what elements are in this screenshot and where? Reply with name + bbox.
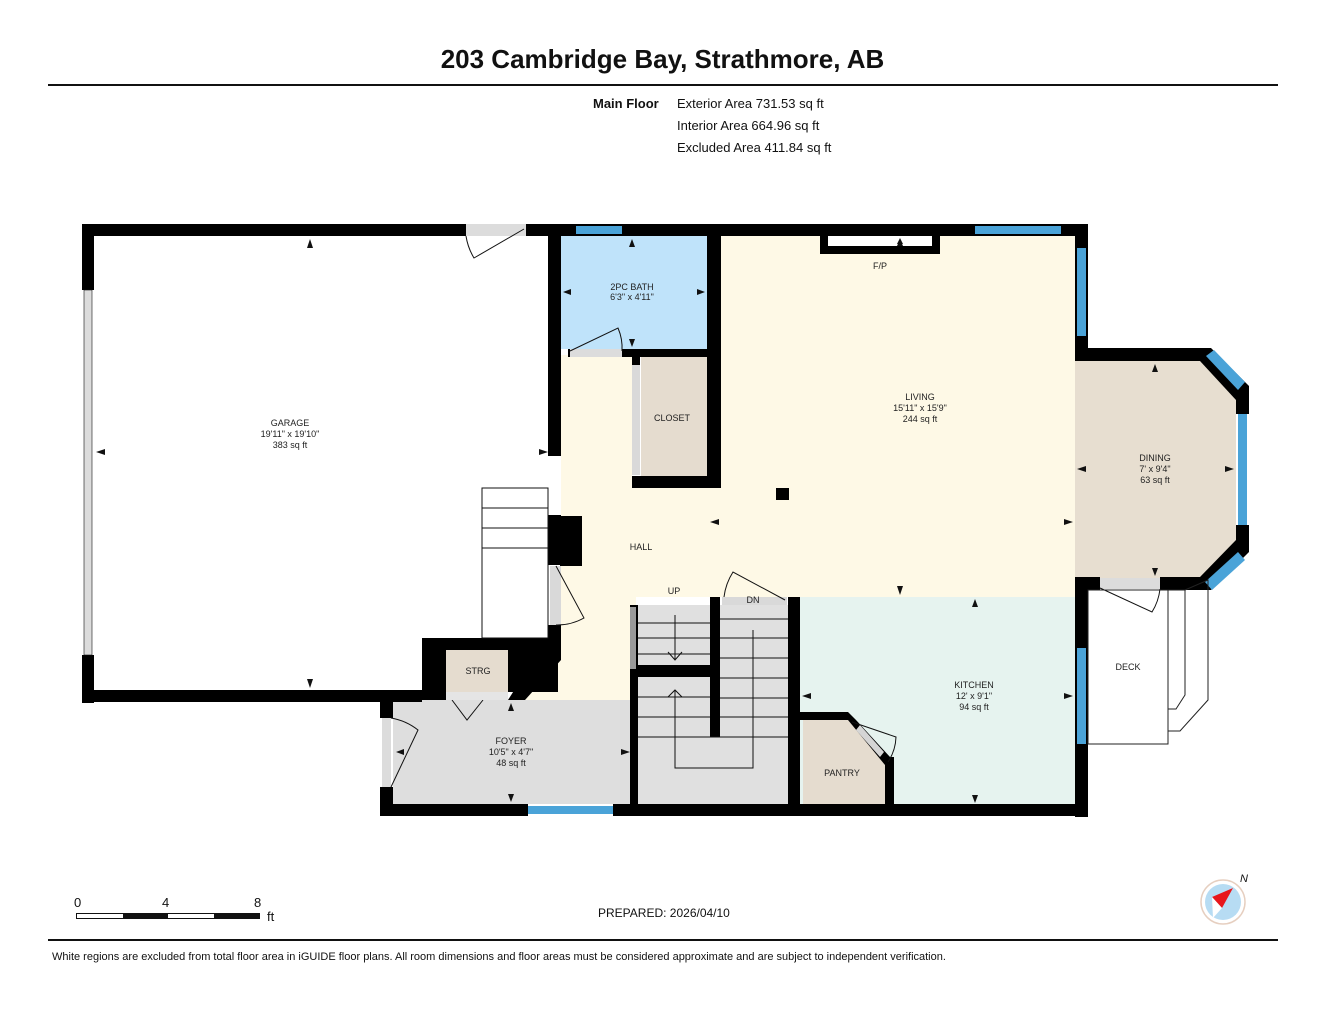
windows	[528, 226, 1247, 814]
scale-tick-4: 4	[162, 895, 170, 910]
foyer-fill	[393, 700, 633, 804]
deck-fill	[1088, 590, 1168, 744]
excluded-area: Excluded Area 411.84 sq ft	[677, 140, 832, 155]
pantry-name: PANTRY	[824, 768, 860, 778]
deck-outline	[1087, 579, 1209, 745]
door-swings	[382, 224, 1161, 788]
strg-name: STRG	[465, 666, 490, 676]
header-divider	[48, 84, 1278, 86]
kitchen-dims: 12' x 9'1"	[956, 691, 992, 701]
garage-dims: 19'11" x 19'10"	[261, 429, 320, 439]
disclaimer-text: White regions are excluded from total fl…	[52, 951, 946, 963]
kitchen-area: 94 sq ft	[959, 702, 989, 712]
closet-fill	[641, 357, 708, 477]
floor-label: Main Floor	[593, 96, 659, 111]
living-dims: 15'11" x 15'9"	[893, 403, 947, 413]
pantry-fill	[803, 720, 885, 804]
stairs-down-label: DN	[747, 595, 760, 605]
fireplace-label: F/P	[873, 261, 887, 271]
dining-name: DINING	[1139, 453, 1171, 463]
bath-name: 2PC BATH	[610, 282, 653, 292]
kitchen-name: KITCHEN	[954, 680, 994, 690]
garage-door	[83, 289, 93, 656]
foyer-dims: 10'5" x 4'7"	[489, 747, 533, 757]
scale-unit: ft	[267, 909, 275, 924]
foyer-name: FOYER	[495, 736, 527, 746]
dining-dims: 7' x 9'4"	[1139, 464, 1170, 474]
dining-area: 63 sq ft	[1140, 475, 1170, 485]
living-name: LIVING	[905, 392, 935, 402]
dining-fill	[1075, 360, 1236, 580]
footer-divider	[48, 939, 1278, 941]
scale-bar-graphic	[76, 913, 260, 919]
deck-name: DECK	[1115, 662, 1140, 672]
garage-fill	[94, 236, 550, 690]
strg-fill	[446, 650, 508, 692]
compass-north-label: N	[1240, 873, 1248, 885]
room-labels: GARAGE 19'11" x 19'10" 383 sq ft 2PC BAT…	[261, 261, 1171, 778]
living-area: 244 sq ft	[903, 414, 938, 424]
foyer-area: 48 sq ft	[496, 758, 526, 768]
scale-bar: 0 4 8 ft	[74, 895, 284, 925]
hall-name: HALL	[630, 542, 653, 552]
hall-living-fill	[525, 236, 1075, 700]
hall-lower-fill	[561, 597, 636, 700]
scale-tick-8: 8	[254, 895, 262, 910]
dimension-arrows	[96, 238, 1234, 803]
page-title: 203 Cambridge Bay, Strathmore, AB	[440, 44, 885, 74]
bath-dims: 6'3" x 4'11"	[610, 292, 654, 302]
stairs-up-label: UP	[668, 586, 681, 596]
exterior-area: Exterior Area 731.53 sq ft	[677, 96, 824, 111]
garage-name: GARAGE	[271, 418, 310, 428]
stairs	[481, 487, 788, 769]
closet-name: CLOSET	[654, 413, 691, 423]
compass-icon: N	[1200, 873, 1248, 925]
bath-fill	[561, 236, 707, 349]
prepared-date: PREPARED: 2026/04/10	[598, 906, 730, 920]
scale-tick-0: 0	[74, 895, 82, 910]
room-fills	[94, 236, 1236, 804]
interior-area: Interior Area 664.96 sq ft	[677, 118, 820, 133]
fireplace-inner	[828, 236, 932, 246]
garage-area: 383 sq ft	[273, 440, 308, 450]
